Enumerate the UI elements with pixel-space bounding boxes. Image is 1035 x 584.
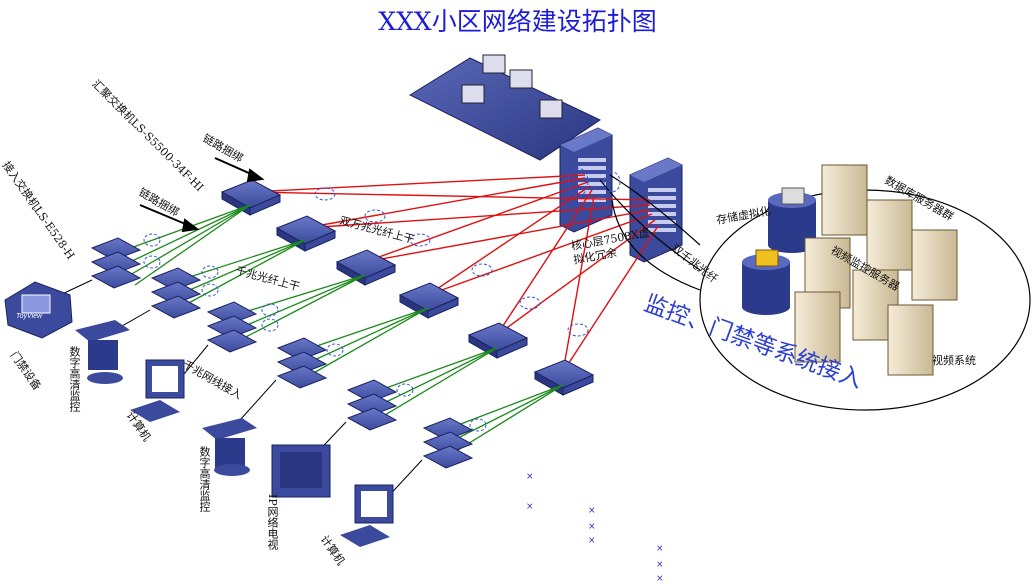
iptv-label: IP网络电视 [266,494,279,550]
toyview-logo-text: ToyView [16,313,43,320]
marker-4: × [588,522,596,532]
iptv-icon [271,444,331,498]
marker-1: × [526,472,534,482]
core-switch-left [559,127,613,233]
red-uplinks [249,174,659,373]
access-switch-stacks [90,237,474,469]
marker-2: × [526,502,534,512]
link-bundle-arrows [139,157,265,233]
video-system-label: 视频系统 [932,354,976,367]
marker-8: × [656,574,664,584]
bundle-ellipses [143,167,621,432]
marker-7: × [656,560,664,570]
hd-camera-icon-2 [202,418,257,476]
green-access-links [124,204,564,456]
server-rack-group [794,164,958,376]
marker-3: × [588,506,596,516]
marker-6: × [656,544,664,554]
storage-cylinder-bottom [742,249,790,315]
computer-icon-1 [130,359,185,422]
core-switch-right [629,157,683,263]
hd-camera-label-2: 数字高清监控 [198,446,211,512]
hd-camera-label-1: 数字高清监控 [68,346,81,412]
computer-icon-2 [340,484,394,547]
diagram-title: XXX小区网络建设拓扑图 [378,7,657,36]
hd-camera-icon-1 [75,320,130,384]
access-control-device-icon: ToyView [4,281,73,339]
marker-5: × [588,536,596,546]
